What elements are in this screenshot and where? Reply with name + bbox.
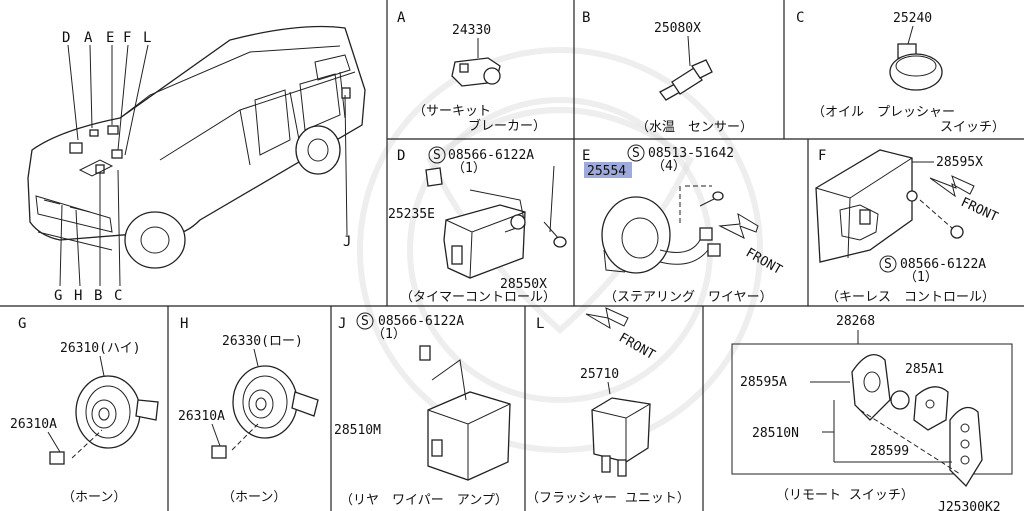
panel-a-letter: A — [397, 10, 406, 26]
panel-e-s-mark: S — [632, 146, 640, 161]
panel-a-caption-1: （サーキット — [413, 104, 491, 119]
remote-caption: （リモート スイッチ） — [776, 488, 914, 503]
panel-d-bolt: 08566-6122A — [448, 148, 534, 163]
steering-wire-part — [601, 191, 724, 274]
panel-g-part-1: 26310(ハイ) — [60, 341, 141, 356]
panel-h-letter: H — [180, 316, 188, 332]
keyless-control-part — [815, 149, 964, 263]
panel-e-part: 25554 — [587, 164, 626, 179]
panel-d-s-mark: S — [433, 148, 441, 163]
overview-letter-l: L — [143, 30, 151, 46]
panel-f-qty: （1） — [904, 270, 938, 285]
panel-e-caption: （ステアリング ワイヤー） — [604, 290, 773, 305]
remote-part-4: 28599 — [870, 444, 909, 459]
panel-b-caption: （水温 センサー） — [636, 120, 753, 135]
remote-switch-part — [851, 354, 983, 488]
panel-g-letter: G — [18, 316, 26, 332]
panel-h-part-2: 26310A — [178, 409, 225, 424]
panel-e-letter: E — [582, 148, 590, 164]
panel-j-caption: （リヤ ワイパー アンプ） — [340, 493, 508, 508]
panel-j-part: 28510M — [334, 423, 381, 438]
overview-letter-b: B — [94, 288, 102, 304]
panel-f-bolt: 08566-6122A — [900, 257, 986, 272]
panel-l-letter: L — [536, 316, 544, 332]
remote-part-top: 28268 — [836, 314, 875, 329]
panel-f-s-mark: S — [884, 257, 892, 272]
front-arrow-icon — [929, 175, 975, 198]
flasher-unit-part — [591, 397, 651, 477]
overview-letter-d: D — [62, 30, 70, 46]
overview-letter-j: J — [343, 234, 351, 250]
panel-d-caption: （タイマーコントロール） — [400, 290, 556, 305]
panel-l-caption: （フラッシャー ユニット） — [526, 491, 690, 506]
horn-high-part — [75, 375, 159, 449]
panel-h-part-1: 26330(ロー) — [222, 334, 303, 349]
horn-low-part — [232, 365, 319, 439]
panel-d-part-2: 28550X — [500, 277, 547, 292]
overview-letter-a: A — [84, 30, 93, 46]
vehicle-overview — [27, 25, 366, 287]
panel-e-bolt: 08513-51642 — [648, 146, 734, 161]
panel-l-front: FRONT — [616, 330, 658, 363]
panel-g-part-2: 26310A — [10, 417, 57, 432]
overview-letter-c: C — [114, 288, 122, 304]
remote-part-2: 285A1 — [905, 362, 944, 377]
panel-j-qty: （1） — [372, 327, 406, 342]
timer-control-part — [425, 167, 567, 279]
panel-b-letter: B — [582, 10, 590, 26]
panel-f-letter: F — [818, 148, 826, 164]
panel-h-caption: （ホーン） — [222, 490, 286, 505]
overview-letter-g: G — [54, 288, 62, 304]
panel-f-part: 28595X — [936, 155, 983, 170]
panel-a-caption-2: ブレーカー） — [468, 118, 546, 134]
panel-f-front: FRONT — [958, 195, 1000, 225]
diagram-code: J25300K2 — [938, 500, 1001, 511]
rear-wiper-amp-part — [419, 345, 511, 481]
panel-b-part: 25080X — [654, 21, 701, 36]
panel-d-qty: （1） — [452, 161, 486, 176]
panel-j-bolt: 08566-6122A — [378, 314, 464, 329]
overview-letter-h: H — [74, 288, 82, 304]
panel-d-part-1: 25235E — [388, 207, 435, 222]
front-arrow-icon — [718, 212, 759, 239]
front-arrow-icon — [585, 307, 629, 329]
panel-l-part: 25710 — [580, 367, 619, 382]
panel-c-part: 25240 — [893, 11, 932, 26]
remote-part-3: 28510N — [752, 426, 799, 441]
panel-f-caption: （キーレス コントロール） — [826, 290, 995, 305]
water-temp-sensor-part — [659, 59, 713, 101]
panel-e-front: FRONT — [743, 245, 785, 278]
highlight-box — [584, 162, 632, 178]
panel-c-caption-1: （オイル プレッシャー — [812, 105, 955, 120]
panel-e-qty: （4） — [652, 159, 686, 174]
panel-c-caption-2: スイッチ） — [940, 120, 1005, 135]
oil-pressure-switch-part — [889, 43, 943, 91]
remote-group-box — [731, 343, 1013, 475]
panel-c-letter: C — [796, 10, 804, 26]
panel-j-letter: J — [338, 316, 346, 332]
overview-letter-e: E — [106, 30, 114, 46]
overview-letter-f: F — [123, 30, 131, 46]
panel-j-s-mark: S — [361, 314, 369, 329]
s-mark-icon — [428, 146, 446, 164]
remote-part-1: 28595A — [740, 375, 787, 390]
panel-a-part: 24330 — [452, 23, 491, 38]
panel-g-caption: （ホーン） — [62, 490, 126, 505]
circuit-breaker-part — [451, 57, 501, 87]
panel-d-letter: D — [397, 148, 405, 164]
